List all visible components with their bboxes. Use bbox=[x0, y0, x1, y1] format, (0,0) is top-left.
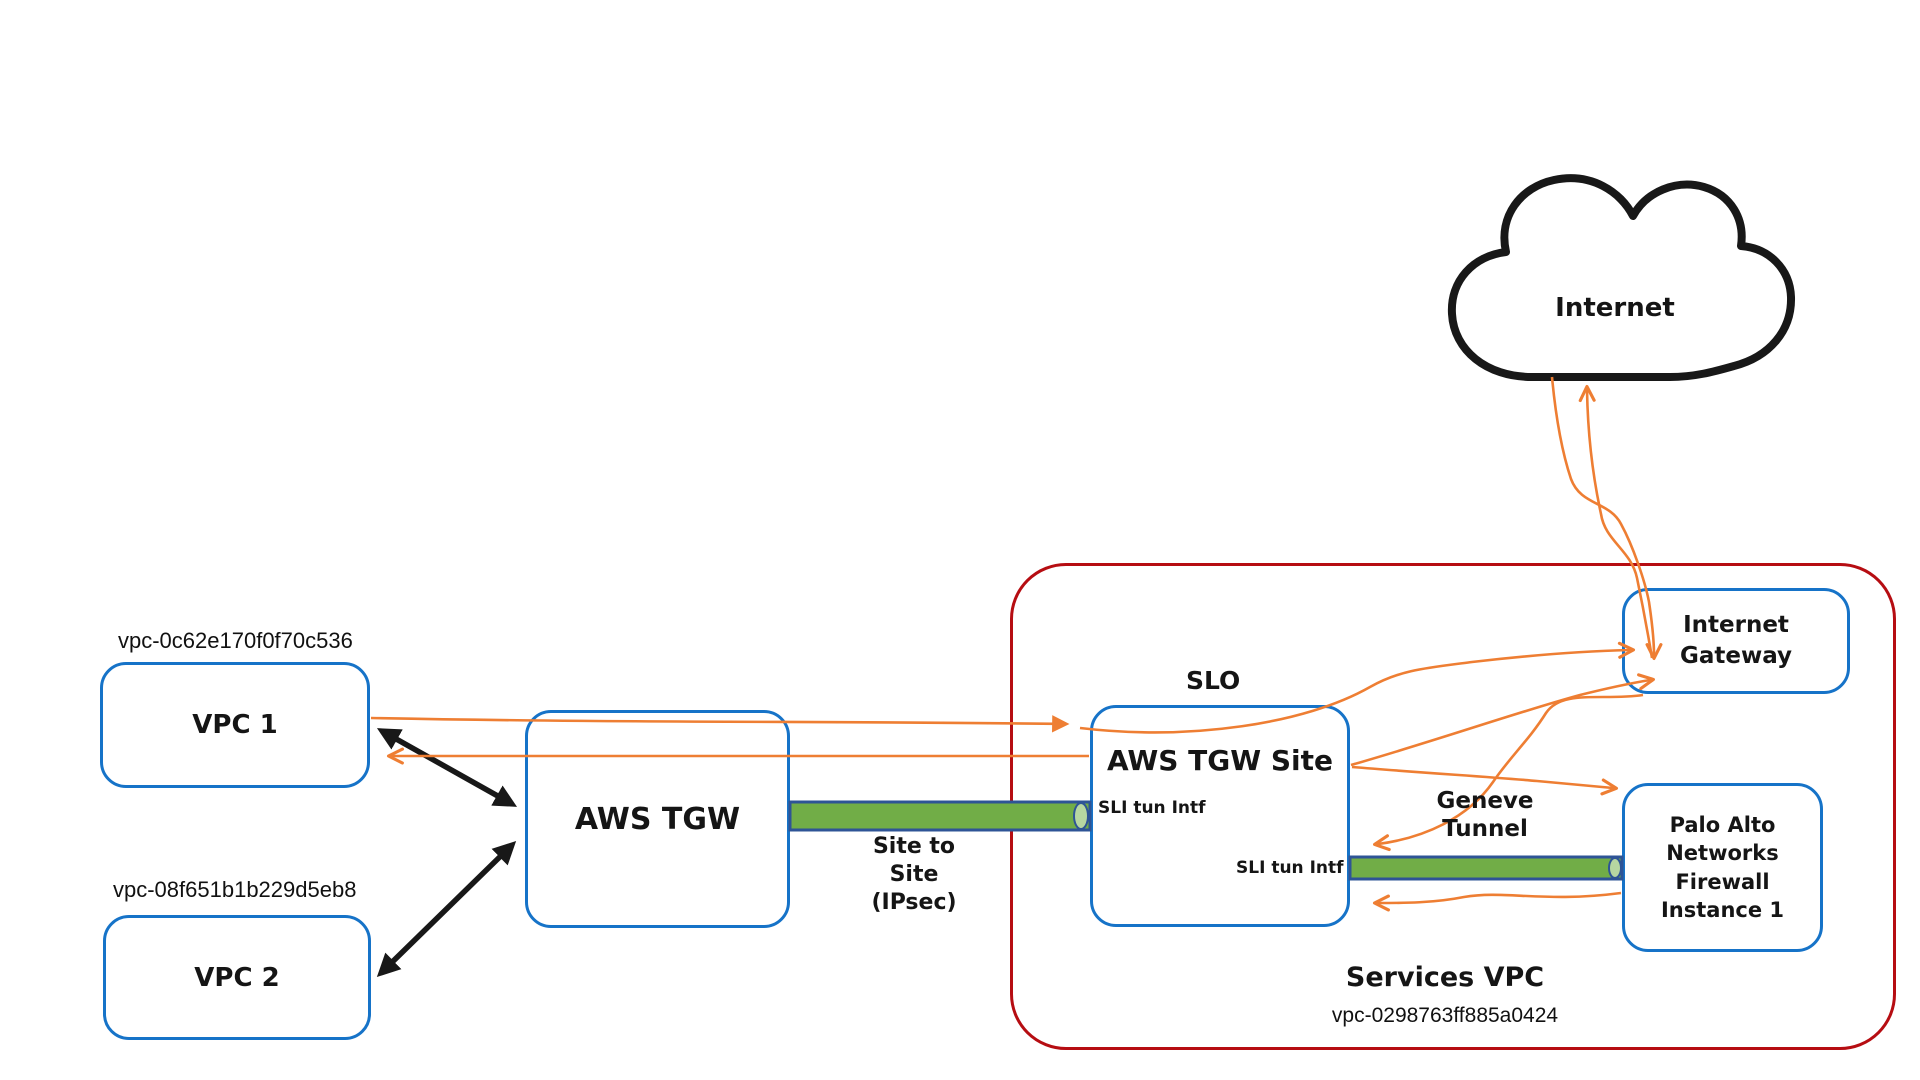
sli-tun-intf-bottom-label: SLI tun Intf bbox=[1236, 858, 1344, 878]
palo-alto-firewall-label: Palo Alto Networks Firewall Instance 1 bbox=[1660, 812, 1785, 922]
aws-tgw-site-label: AWS TGW Site bbox=[1106, 744, 1334, 777]
site-to-site-label: Site to Site (IPsec) bbox=[871, 834, 957, 916]
services-vpc-id-label: vpc-0298763ff885a0424 bbox=[1331, 1004, 1559, 1027]
services-vpc-label: Services VPC bbox=[1345, 962, 1545, 993]
internet-cloud-label: Internet bbox=[1555, 293, 1675, 323]
vpc2-box: VPC 2 bbox=[103, 915, 371, 1040]
aws-tgw-site-box: AWS TGW Site bbox=[1090, 705, 1350, 927]
vpc2-id-label: vpc-08f651b1b229d5eb8 bbox=[113, 877, 357, 902]
internet-cloud-shape bbox=[1447, 174, 1796, 381]
vpc1-box: VPC 1 bbox=[100, 662, 370, 788]
internet-gateway-label: Internet Gateway bbox=[1679, 611, 1793, 669]
internet-gateway-box: Internet Gateway bbox=[1622, 588, 1850, 694]
palo-alto-firewall-box: Palo Alto Networks Firewall Instance 1 bbox=[1622, 783, 1823, 952]
geneve-tunnel-label: Geneve Tunnel bbox=[1436, 788, 1534, 842]
black-arrow-vpc2-tgw bbox=[376, 840, 517, 978]
vpc1-label: VPC 1 bbox=[192, 710, 278, 740]
vpc2-label: VPC 2 bbox=[194, 962, 280, 993]
slo-label: SLO bbox=[1186, 666, 1241, 695]
black-arrow-vpc1-tgw bbox=[376, 728, 518, 807]
aws-tgw-label: AWS TGW bbox=[574, 801, 741, 837]
sli-tun-intf-top-label: SLI tun Intf bbox=[1098, 798, 1206, 818]
vpc1-id-label: vpc-0c62e170f0f70c536 bbox=[118, 628, 353, 653]
aws-tgw-box: AWS TGW bbox=[525, 710, 790, 928]
